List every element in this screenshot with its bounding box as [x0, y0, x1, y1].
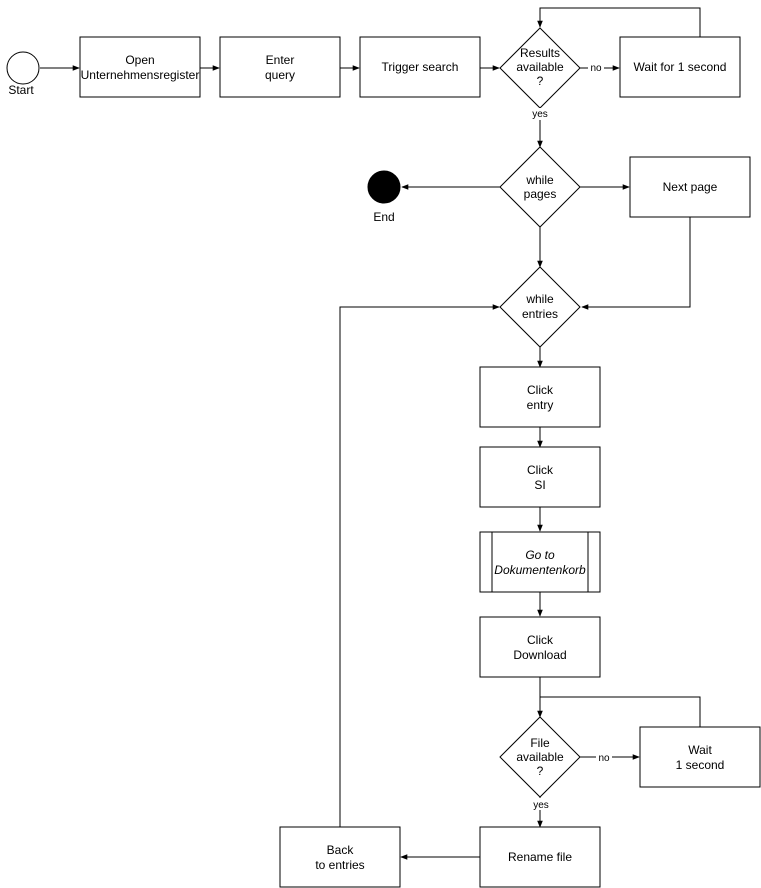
- click-download-line-2: Download: [513, 648, 566, 662]
- back-to-entries-node: Back to entries: [279, 826, 401, 888]
- go-to-line-1: Go to: [525, 548, 555, 562]
- click-entry-line-1: Click: [527, 383, 554, 397]
- click-entry-node: Click entry: [479, 366, 601, 428]
- click-si-line-1: Click: [527, 463, 554, 477]
- rename-file-label: Rename file: [508, 850, 572, 864]
- start-node: Start: [6, 51, 40, 97]
- click-si-line-2: SI: [534, 478, 545, 492]
- file-available-line-2: available: [516, 750, 564, 764]
- while-entries-line-2: entries: [522, 307, 558, 321]
- wait-bottom-node: Wait 1 second: [639, 726, 761, 788]
- start-label: Start: [8, 83, 34, 97]
- end-node: End: [367, 170, 401, 224]
- trigger-search-label: Trigger search: [382, 60, 459, 74]
- click-download-node: Click Download: [479, 616, 601, 678]
- wait-top-node: Wait for 1 second: [619, 36, 741, 98]
- wait-bottom-line-2: 1 second: [676, 758, 725, 772]
- results-no-label: no: [590, 63, 602, 74]
- file-yes-label: yes: [533, 800, 549, 811]
- results-available-line-3: ?: [537, 74, 544, 88]
- results-available-decision: Results available ?: [499, 27, 581, 109]
- click-entry-line-2: entry: [527, 398, 554, 412]
- trigger-search-node: Trigger search: [359, 36, 481, 98]
- while-entries-decision: while entries: [499, 266, 581, 348]
- go-to-dokumentenkorb-subprocess: Go to Dokumentenkorb: [479, 531, 601, 593]
- while-pages-line-1: while: [525, 173, 554, 187]
- next-page-label: Next page: [663, 180, 718, 194]
- while-pages-line-2: pages: [524, 187, 557, 201]
- edge-wait-loop: [537, 7, 701, 37]
- edge-wait-loop-bottom: [540, 696, 701, 727]
- wait-top-label: Wait for 1 second: [634, 60, 727, 74]
- edge-labels: no yes no yes: [530, 61, 612, 811]
- enter-query-node: Enter query: [219, 36, 341, 98]
- results-available-line-1: Results: [520, 46, 560, 60]
- edge-next-entries: [581, 217, 691, 310]
- edges: [40, 7, 701, 860]
- open-register-node: Open Unternehmensregister: [79, 36, 201, 98]
- edge-back-entries: [339, 304, 500, 827]
- file-available-line-1: File: [530, 736, 550, 750]
- go-to-line-2: Dokumentenkorb: [494, 563, 586, 577]
- while-entries-line-1: while: [525, 292, 554, 306]
- rename-file-node: Rename file: [479, 826, 601, 888]
- click-si-node: Click SI: [479, 446, 601, 508]
- results-available-line-2: available: [516, 60, 564, 74]
- open-register-line-1: Open: [125, 53, 154, 67]
- file-available-line-3: ?: [537, 764, 544, 778]
- enter-query-line-2: query: [265, 68, 295, 82]
- file-no-label: no: [598, 753, 610, 764]
- back-to-entries-line-1: Back: [327, 843, 355, 857]
- wait-bottom-line-1: Wait: [688, 743, 712, 757]
- file-available-decision: File available ?: [499, 716, 581, 798]
- click-download-line-1: Click: [527, 633, 554, 647]
- end-label: End: [373, 210, 394, 224]
- open-register-line-2: Unternehmensregister: [81, 68, 200, 82]
- while-pages-decision: while pages: [499, 146, 581, 228]
- enter-query-line-1: Enter: [266, 53, 295, 67]
- results-yes-label: yes: [532, 109, 548, 120]
- back-to-entries-line-2: to entries: [315, 858, 364, 872]
- next-page-node: Next page: [629, 156, 751, 218]
